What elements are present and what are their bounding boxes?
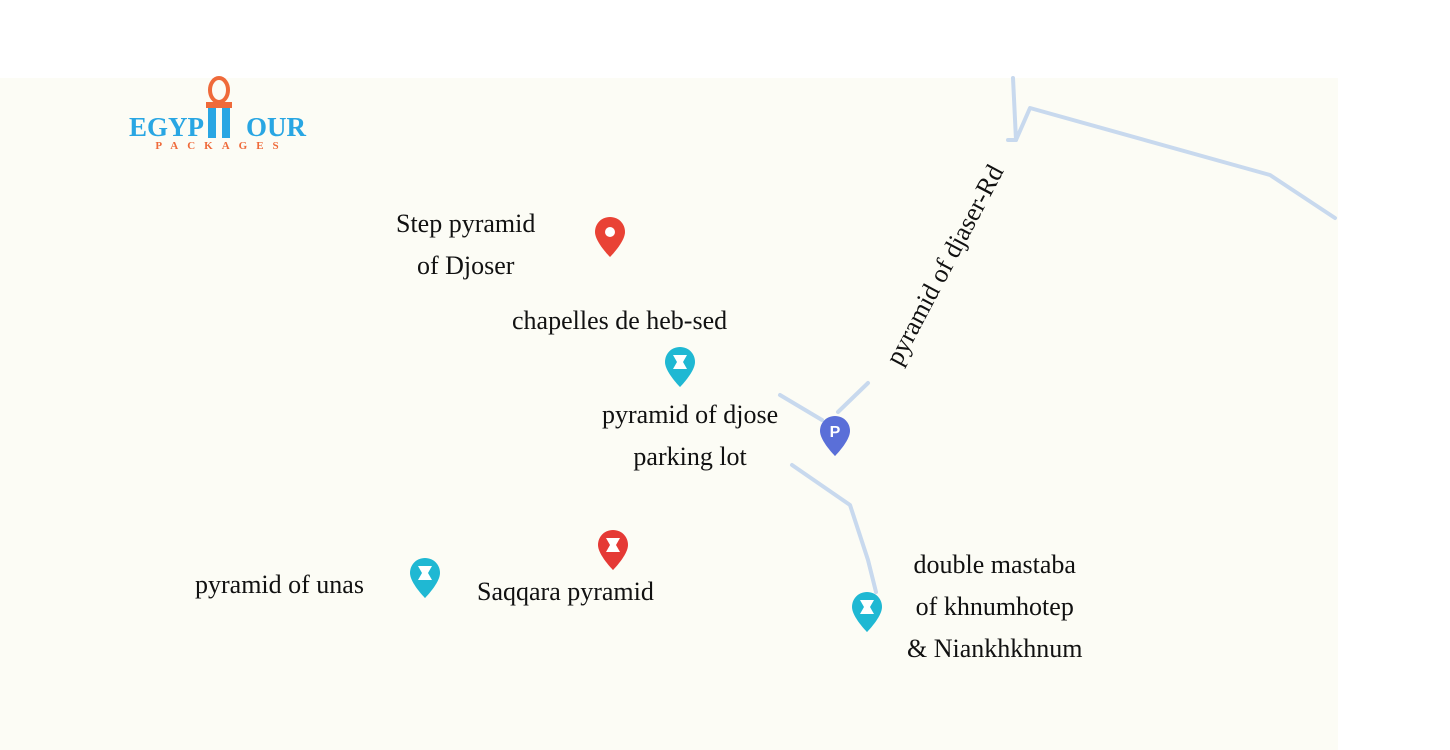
ankh-icon — [206, 76, 232, 138]
road-south — [790, 463, 878, 594]
red-pin-icon[interactable] — [593, 215, 627, 259]
place-label-chapelles[interactable]: chapelles de heb-sed — [512, 300, 727, 342]
svg-text:P: P — [830, 424, 841, 441]
label-line: parking lot — [633, 442, 747, 471]
label-line: chapelles de heb-sed — [512, 306, 728, 335]
label-line: double mastaba — [913, 550, 1076, 579]
monument-pin-icon[interactable] — [850, 590, 884, 634]
monument-pin-icon[interactable] — [596, 528, 630, 572]
place-label-double-mastaba[interactable]: double mastaba of khnumhotep & Niankhkhn… — [907, 544, 1083, 670]
place-label-step-pyramid[interactable]: Step pyramid of Djoser — [396, 203, 535, 287]
road-spur — [778, 393, 824, 422]
label-line: & Niankhkhnum — [907, 634, 1083, 663]
place-label-saqqara[interactable]: Saqqara pyramid — [477, 571, 654, 613]
label-line: pyramid of djose — [602, 400, 779, 429]
road-djaser — [836, 381, 870, 414]
label-line: of khnumhotep — [915, 592, 1074, 621]
label-line: Step pyramid — [396, 209, 536, 238]
parking-pin-icon[interactable]: P — [818, 414, 852, 458]
label-line: pyramid of unas — [195, 570, 364, 599]
place-label-unas[interactable]: pyramid of unas — [195, 564, 364, 606]
monument-pin-icon[interactable] — [408, 556, 442, 600]
monument-pin-icon[interactable] — [663, 345, 697, 389]
label-line: Saqqara pyramid — [477, 577, 654, 606]
map-canvas[interactable] — [0, 78, 1338, 750]
place-label-parking[interactable]: pyramid of djose parking lot — [602, 394, 778, 478]
label-line: of Djoser — [416, 251, 515, 280]
road-north — [1011, 76, 1337, 220]
logo-subtitle: PACKAGES — [155, 140, 288, 152]
